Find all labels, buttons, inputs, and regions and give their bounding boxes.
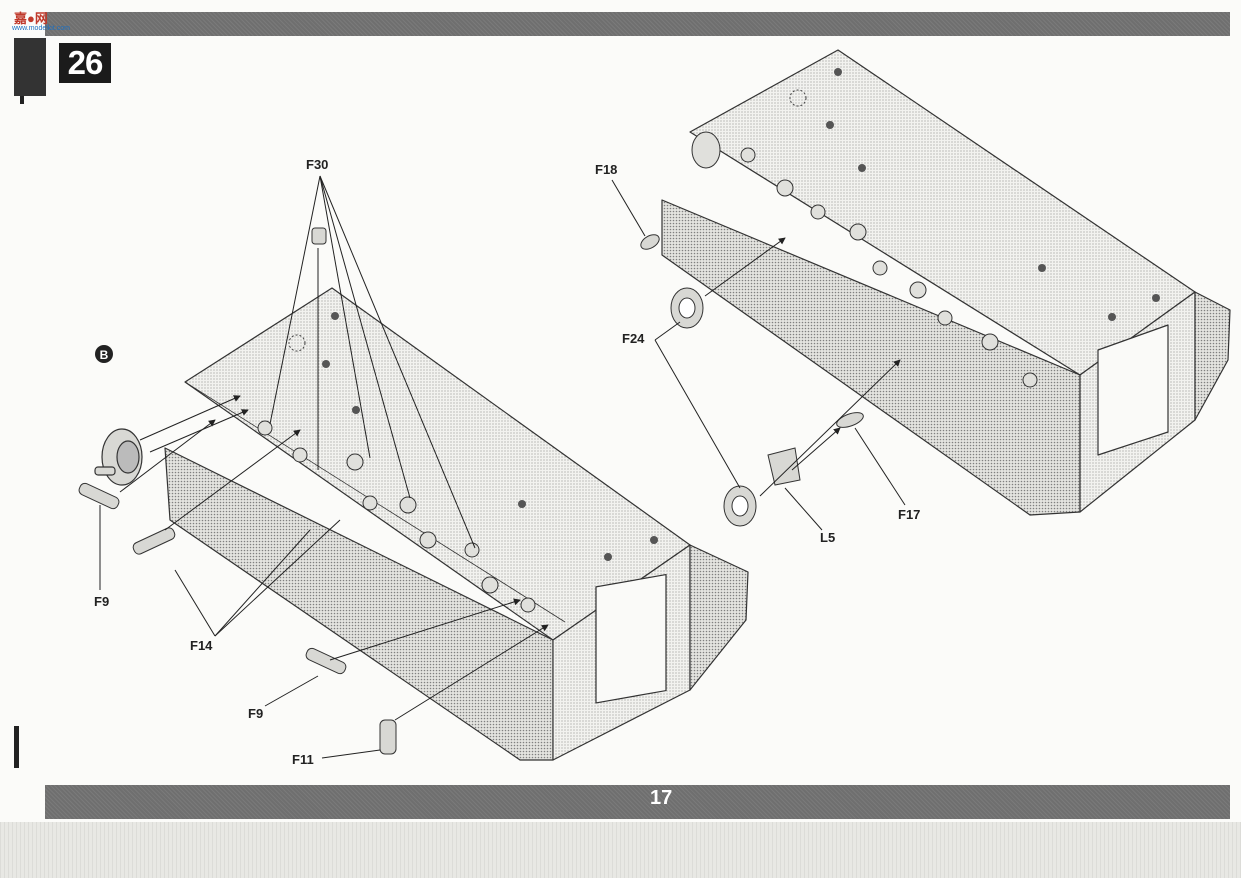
- part-l5: [767, 447, 801, 486]
- step-tab: [14, 38, 46, 96]
- label-f14: F14: [190, 638, 213, 653]
- watermark-text: 嘉●网: [14, 11, 48, 26]
- label-f9-bottom: F9: [248, 706, 264, 721]
- right-suspension-row: [691, 131, 1038, 388]
- left-suspension-row: [257, 420, 536, 613]
- header-band: [45, 12, 1230, 36]
- left-small-parts: [78, 227, 397, 755]
- right-hull-bolts: [789, 68, 1160, 321]
- watermark-logo: 嘉●网: [14, 8, 48, 27]
- left-hull-hatch: [595, 573, 667, 704]
- right-hull-rear-plate: [1194, 291, 1231, 421]
- label-f30: F30: [306, 157, 329, 172]
- left-hull-bolts: [288, 312, 658, 561]
- label-l5: L5: [820, 530, 836, 545]
- label-f11: F11: [292, 752, 314, 767]
- label-f17: F17: [898, 507, 921, 522]
- part-f9-top: [78, 482, 120, 510]
- watermark-url: www.modelkit.com: [12, 25, 70, 32]
- left-hull-rear-plate: [689, 544, 749, 691]
- part-f14-a: [132, 527, 176, 555]
- label-f24: F24: [622, 331, 645, 346]
- right-hull-hatch: [1097, 324, 1169, 456]
- right-small-parts: [640, 234, 864, 527]
- right-guide-lines: [611, 179, 906, 531]
- left-hull: [164, 287, 749, 761]
- bottom-speckle: [0, 822, 1241, 878]
- part-f17: [836, 412, 864, 428]
- right-hull-side: [661, 199, 1081, 516]
- step-tick: [20, 96, 24, 104]
- part-f11: [379, 719, 397, 755]
- right-hull: [661, 49, 1231, 516]
- step-number: 26: [59, 43, 111, 83]
- callout-b-letter: B: [100, 348, 109, 362]
- page-number: 17: [650, 787, 673, 809]
- left-margin-bar: [14, 726, 19, 768]
- part-f9-bottom: [305, 647, 347, 675]
- part-f30: [311, 227, 327, 245]
- callout-b-marker: [95, 345, 113, 363]
- left-guide-lines: [99, 175, 549, 759]
- footer-band: [45, 785, 1230, 819]
- idler-wheel: [94, 428, 143, 486]
- part-f18: [640, 234, 660, 250]
- label-f9-top: F9: [94, 594, 110, 609]
- label-f18: F18: [595, 162, 618, 177]
